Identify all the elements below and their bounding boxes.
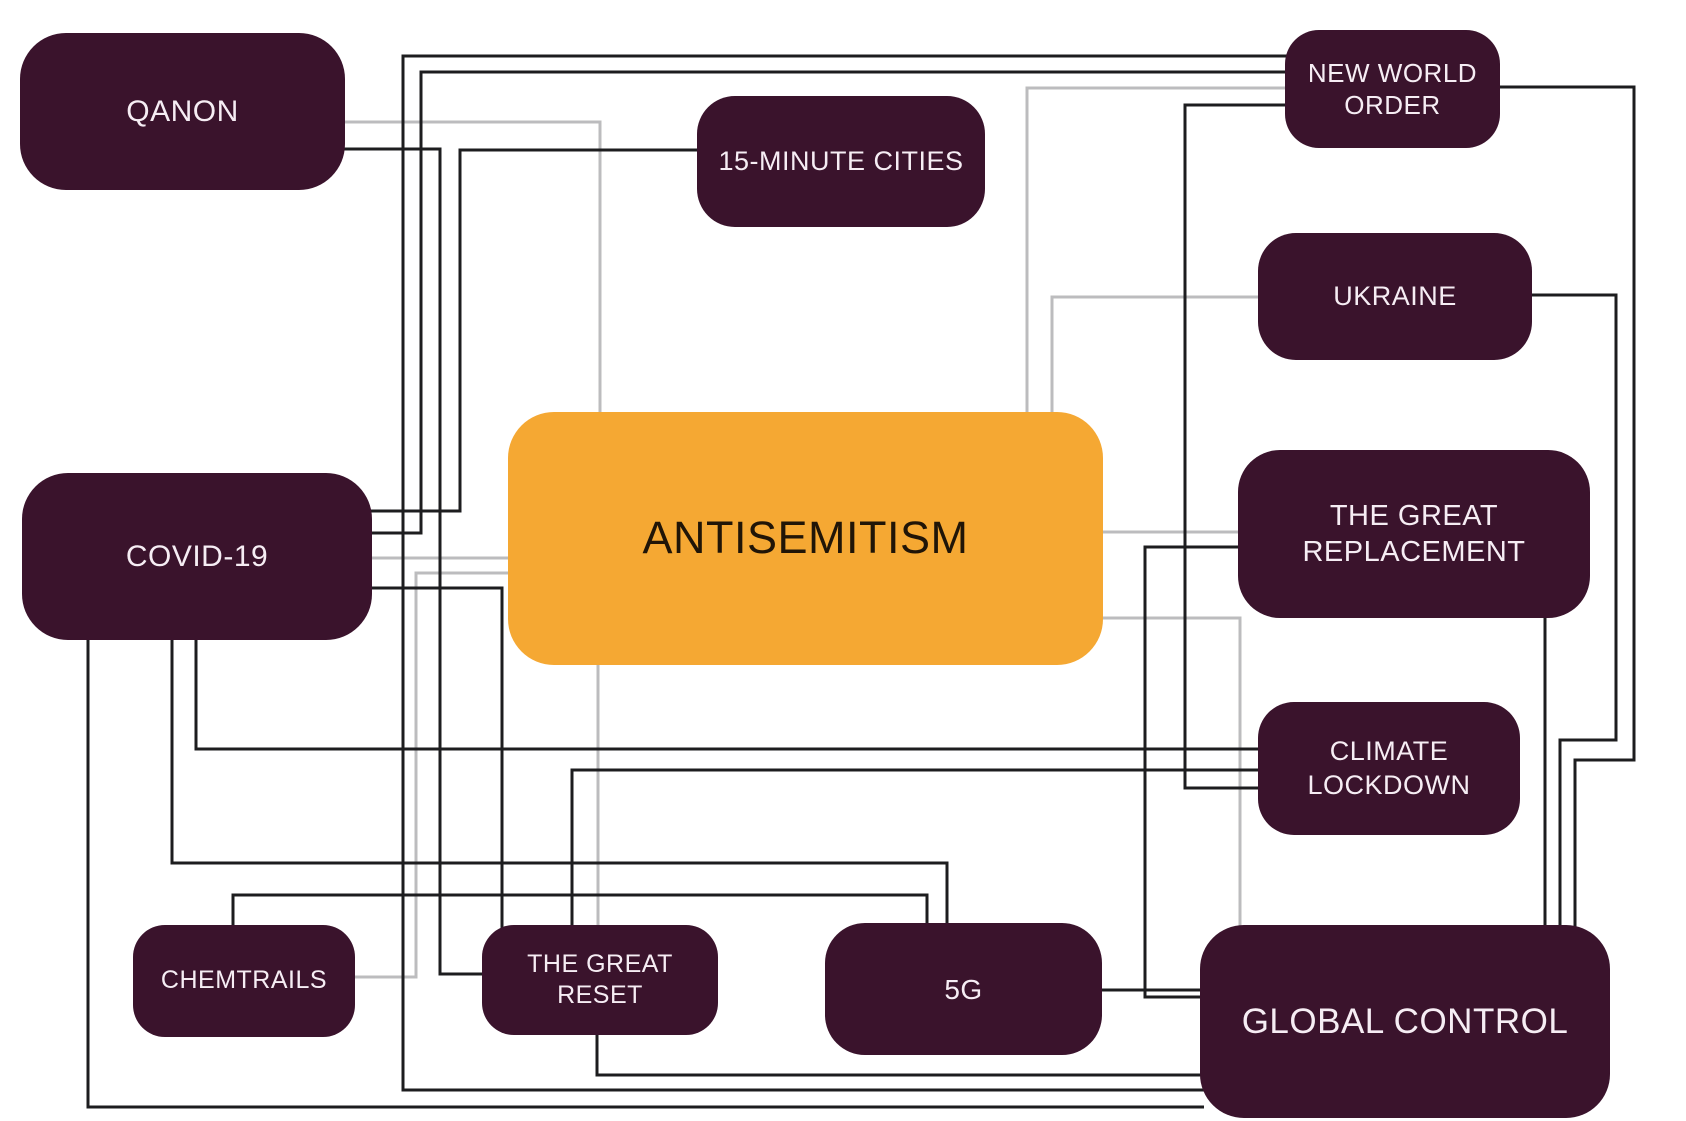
edge-new-world-order-antisemitism [1025,86,1290,416]
node-climate-lockdown-label: CLIMATE LOCKDOWN [1307,735,1471,800]
edge-covid-19-five-g [170,636,949,927]
node-antisemitism-label: ANTISEMITISM [642,512,969,564]
node-five-g: 5G [825,923,1102,1055]
node-new-world-order-label: NEW WORLD ORDER [1307,57,1478,121]
node-fifteen-minute-cities-label: 15-MINUTE CITIES [718,145,964,176]
edge-qanon-great-reset [340,147,486,976]
edge-covid-19-great-reset [368,586,504,929]
node-fifteen-minute-cities: 15-MINUTE CITIES [697,96,985,227]
edge-new-world-order-global-control-right [1496,85,1636,929]
node-covid-19: COVID-19 [22,473,372,640]
node-chemtrails: CHEMTRAILS [133,925,355,1037]
node-chemtrails-label: CHEMTRAILS [160,966,328,995]
node-climate-lockdown: CLIMATE LOCKDOWN [1258,702,1520,835]
edge-ukraine-global-control [1528,293,1618,929]
edge-qanon-antisemitism [340,120,602,416]
node-great-reset-label: THE GREAT RESET [527,949,673,1009]
node-five-g-label: 5G [944,973,983,1005]
node-global-control-label: GLOBAL CONTROL [1241,1001,1569,1041]
node-qanon-label: QANON [126,94,239,128]
node-global-control: GLOBAL CONTROL [1200,925,1610,1118]
node-qanon: QANON [20,33,345,190]
node-new-world-order: NEW WORLD ORDER [1285,30,1500,148]
edge-great-replacement-global-control-left [1143,545,1242,999]
edge-covid-19-fifteen-minute-cities [368,148,701,513]
edge-chemtrails-antisemitism [351,571,512,979]
node-great-replacement: THE GREAT REPLACEMENT [1238,450,1590,618]
edge-new-world-order-climate-lockdown [1183,103,1290,790]
edge-covid-19-global-control [86,636,1204,1109]
edge-covid-19-new-world-order [368,70,1290,535]
edge-antisemitism-global-control [1099,616,1242,929]
edge-covid-19-climate-lockdown [194,636,1262,751]
node-covid-19-label: COVID-19 [125,539,269,573]
node-great-reset: THE GREAT RESET [482,925,718,1035]
edge-new-world-order-global-control-left [401,54,1290,1092]
node-ukraine: UKRAINE [1258,233,1532,360]
edge-ukraine-antisemitism [1050,295,1262,416]
edge-chemtrails-five-g [231,893,929,929]
edge-great-reset-climate-lockdown [570,768,1262,929]
node-ukraine-label: UKRAINE [1333,280,1457,311]
node-antisemitism: ANTISEMITISM [508,412,1103,665]
node-great-replacement-label: THE GREAT REPLACEMENT [1302,499,1526,568]
edge-great-reset-global-control [595,1031,1204,1077]
